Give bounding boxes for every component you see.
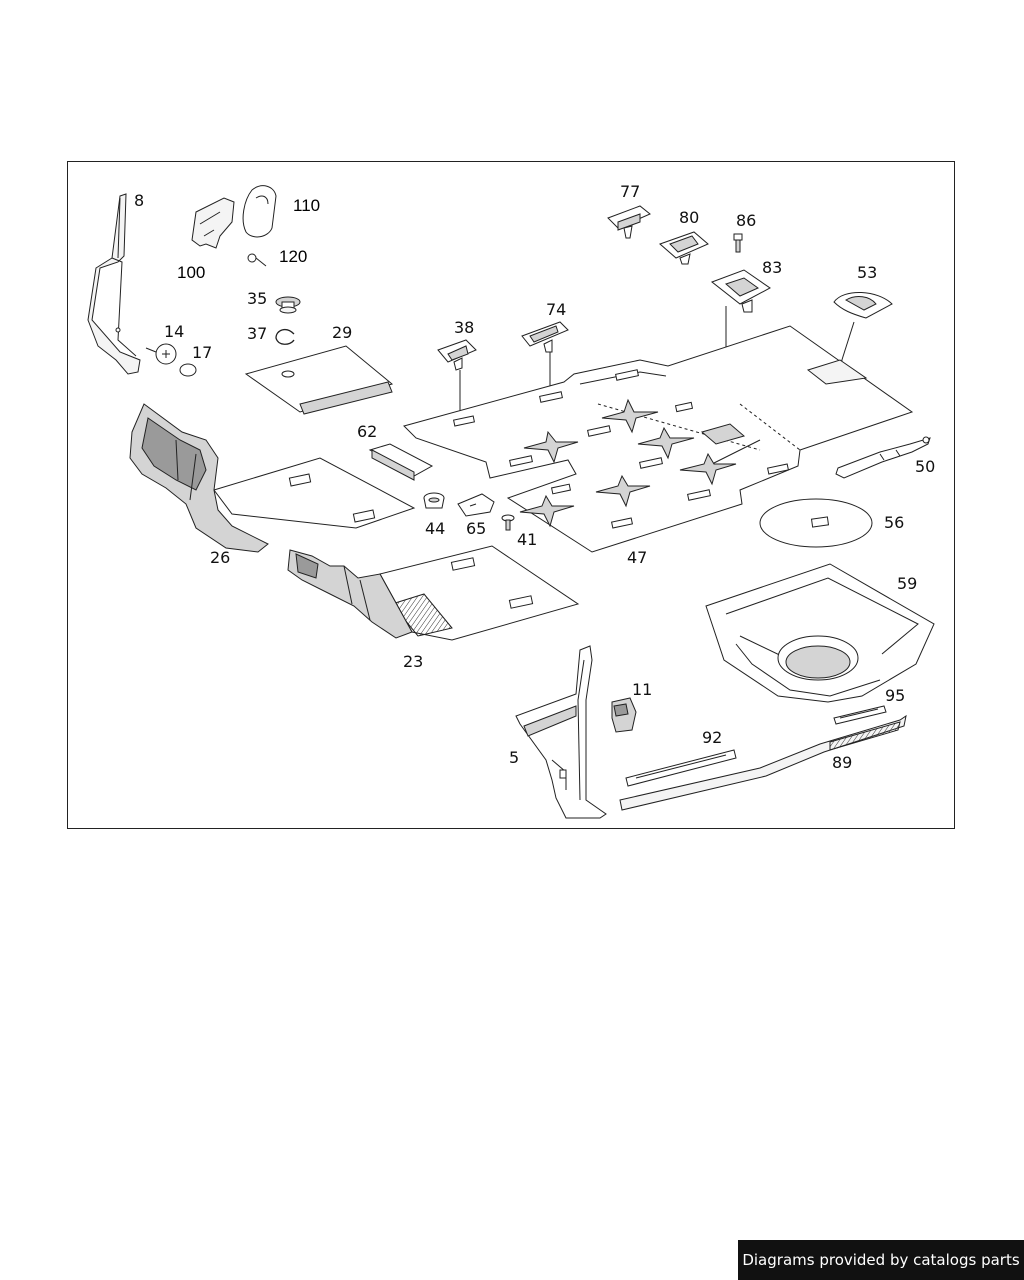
credit-text: Diagrams provided by catalogs parts: [742, 1251, 1020, 1269]
credit-banner: Diagrams provided by catalogs parts: [738, 1240, 1024, 1280]
part-120-clip: [247, 253, 267, 267]
part-59-trunk-tub: [705, 563, 935, 703]
part-23-rear-carpet: [287, 545, 580, 641]
part-37-ring-clip: [275, 328, 295, 345]
part-14-screw: [145, 343, 177, 365]
callout-11: 11: [632, 680, 652, 699]
callout-77: 77: [620, 182, 640, 201]
part-47-main-floor-mat: [403, 325, 914, 553]
part-62-cover: [368, 443, 434, 481]
callout-29: 29: [332, 323, 352, 342]
part-65-bracket: [457, 493, 495, 517]
callout-44: 44: [425, 519, 445, 538]
part-35-grommet: [275, 296, 301, 314]
callout-50: 50: [915, 457, 935, 476]
callout-labels: 8 100 110 120 35 37 29 14 17 77 80 86 83…: [134, 182, 935, 772]
callout-110: 110: [293, 196, 320, 215]
callout-59: 59: [897, 574, 917, 593]
part-26-front-carpet: [129, 403, 416, 553]
callout-26: 26: [210, 548, 230, 567]
part-8-side-trim-panel: [87, 193, 141, 375]
callout-65: 65: [466, 519, 486, 538]
callout-23: 23: [403, 652, 423, 671]
part-77-clip: [607, 205, 651, 239]
part-38-clip: [437, 339, 477, 371]
part-44-plug: [423, 492, 445, 509]
part-11-bracket: [611, 697, 637, 733]
part-86-pin: [733, 233, 743, 253]
callout-38: 38: [454, 318, 474, 337]
callout-8: 8: [134, 191, 144, 210]
part-41-screw: [501, 514, 515, 531]
part-50-strap: [835, 436, 931, 479]
part-53-latch: [833, 291, 893, 319]
callout-80: 80: [679, 208, 699, 227]
part-89-sill-plate: [619, 714, 907, 811]
callout-56: 56: [884, 513, 904, 532]
callout-5: 5: [509, 748, 519, 767]
callout-53: 53: [857, 263, 877, 282]
part-80-clip: [659, 231, 709, 265]
part-95-sill-strip: [833, 705, 887, 725]
callout-17: 17: [192, 343, 212, 362]
callout-92: 92: [702, 728, 722, 747]
callout-100: 100: [177, 263, 205, 282]
callout-74: 74: [546, 300, 566, 319]
callout-47: 47: [627, 548, 647, 567]
callout-95: 95: [885, 686, 905, 705]
callout-35: 35: [247, 289, 267, 308]
part-83-bracket: [710, 269, 771, 313]
part-56-disc-mat: [759, 498, 873, 548]
parts-diagram: 8 100 110 120 35 37 29 14 17 77 80 86 83…: [87, 182, 935, 819]
part-110-cover: [242, 185, 277, 238]
callout-41: 41: [517, 530, 537, 549]
part-17-cap: [179, 363, 197, 377]
callout-83: 83: [762, 258, 782, 277]
callout-86: 86: [736, 211, 756, 230]
part-92-sill-strip: [625, 749, 737, 787]
callout-14: 14: [164, 322, 184, 341]
part-29-floor-cover: [244, 345, 394, 415]
callout-120: 120: [279, 247, 307, 266]
callout-62: 62: [357, 422, 377, 441]
callout-89: 89: [832, 753, 852, 772]
part-100-bracket: [191, 197, 235, 249]
part-5-pillar-trim: [515, 645, 607, 819]
callout-37: 37: [247, 324, 267, 343]
part-74-clip: [521, 321, 569, 353]
